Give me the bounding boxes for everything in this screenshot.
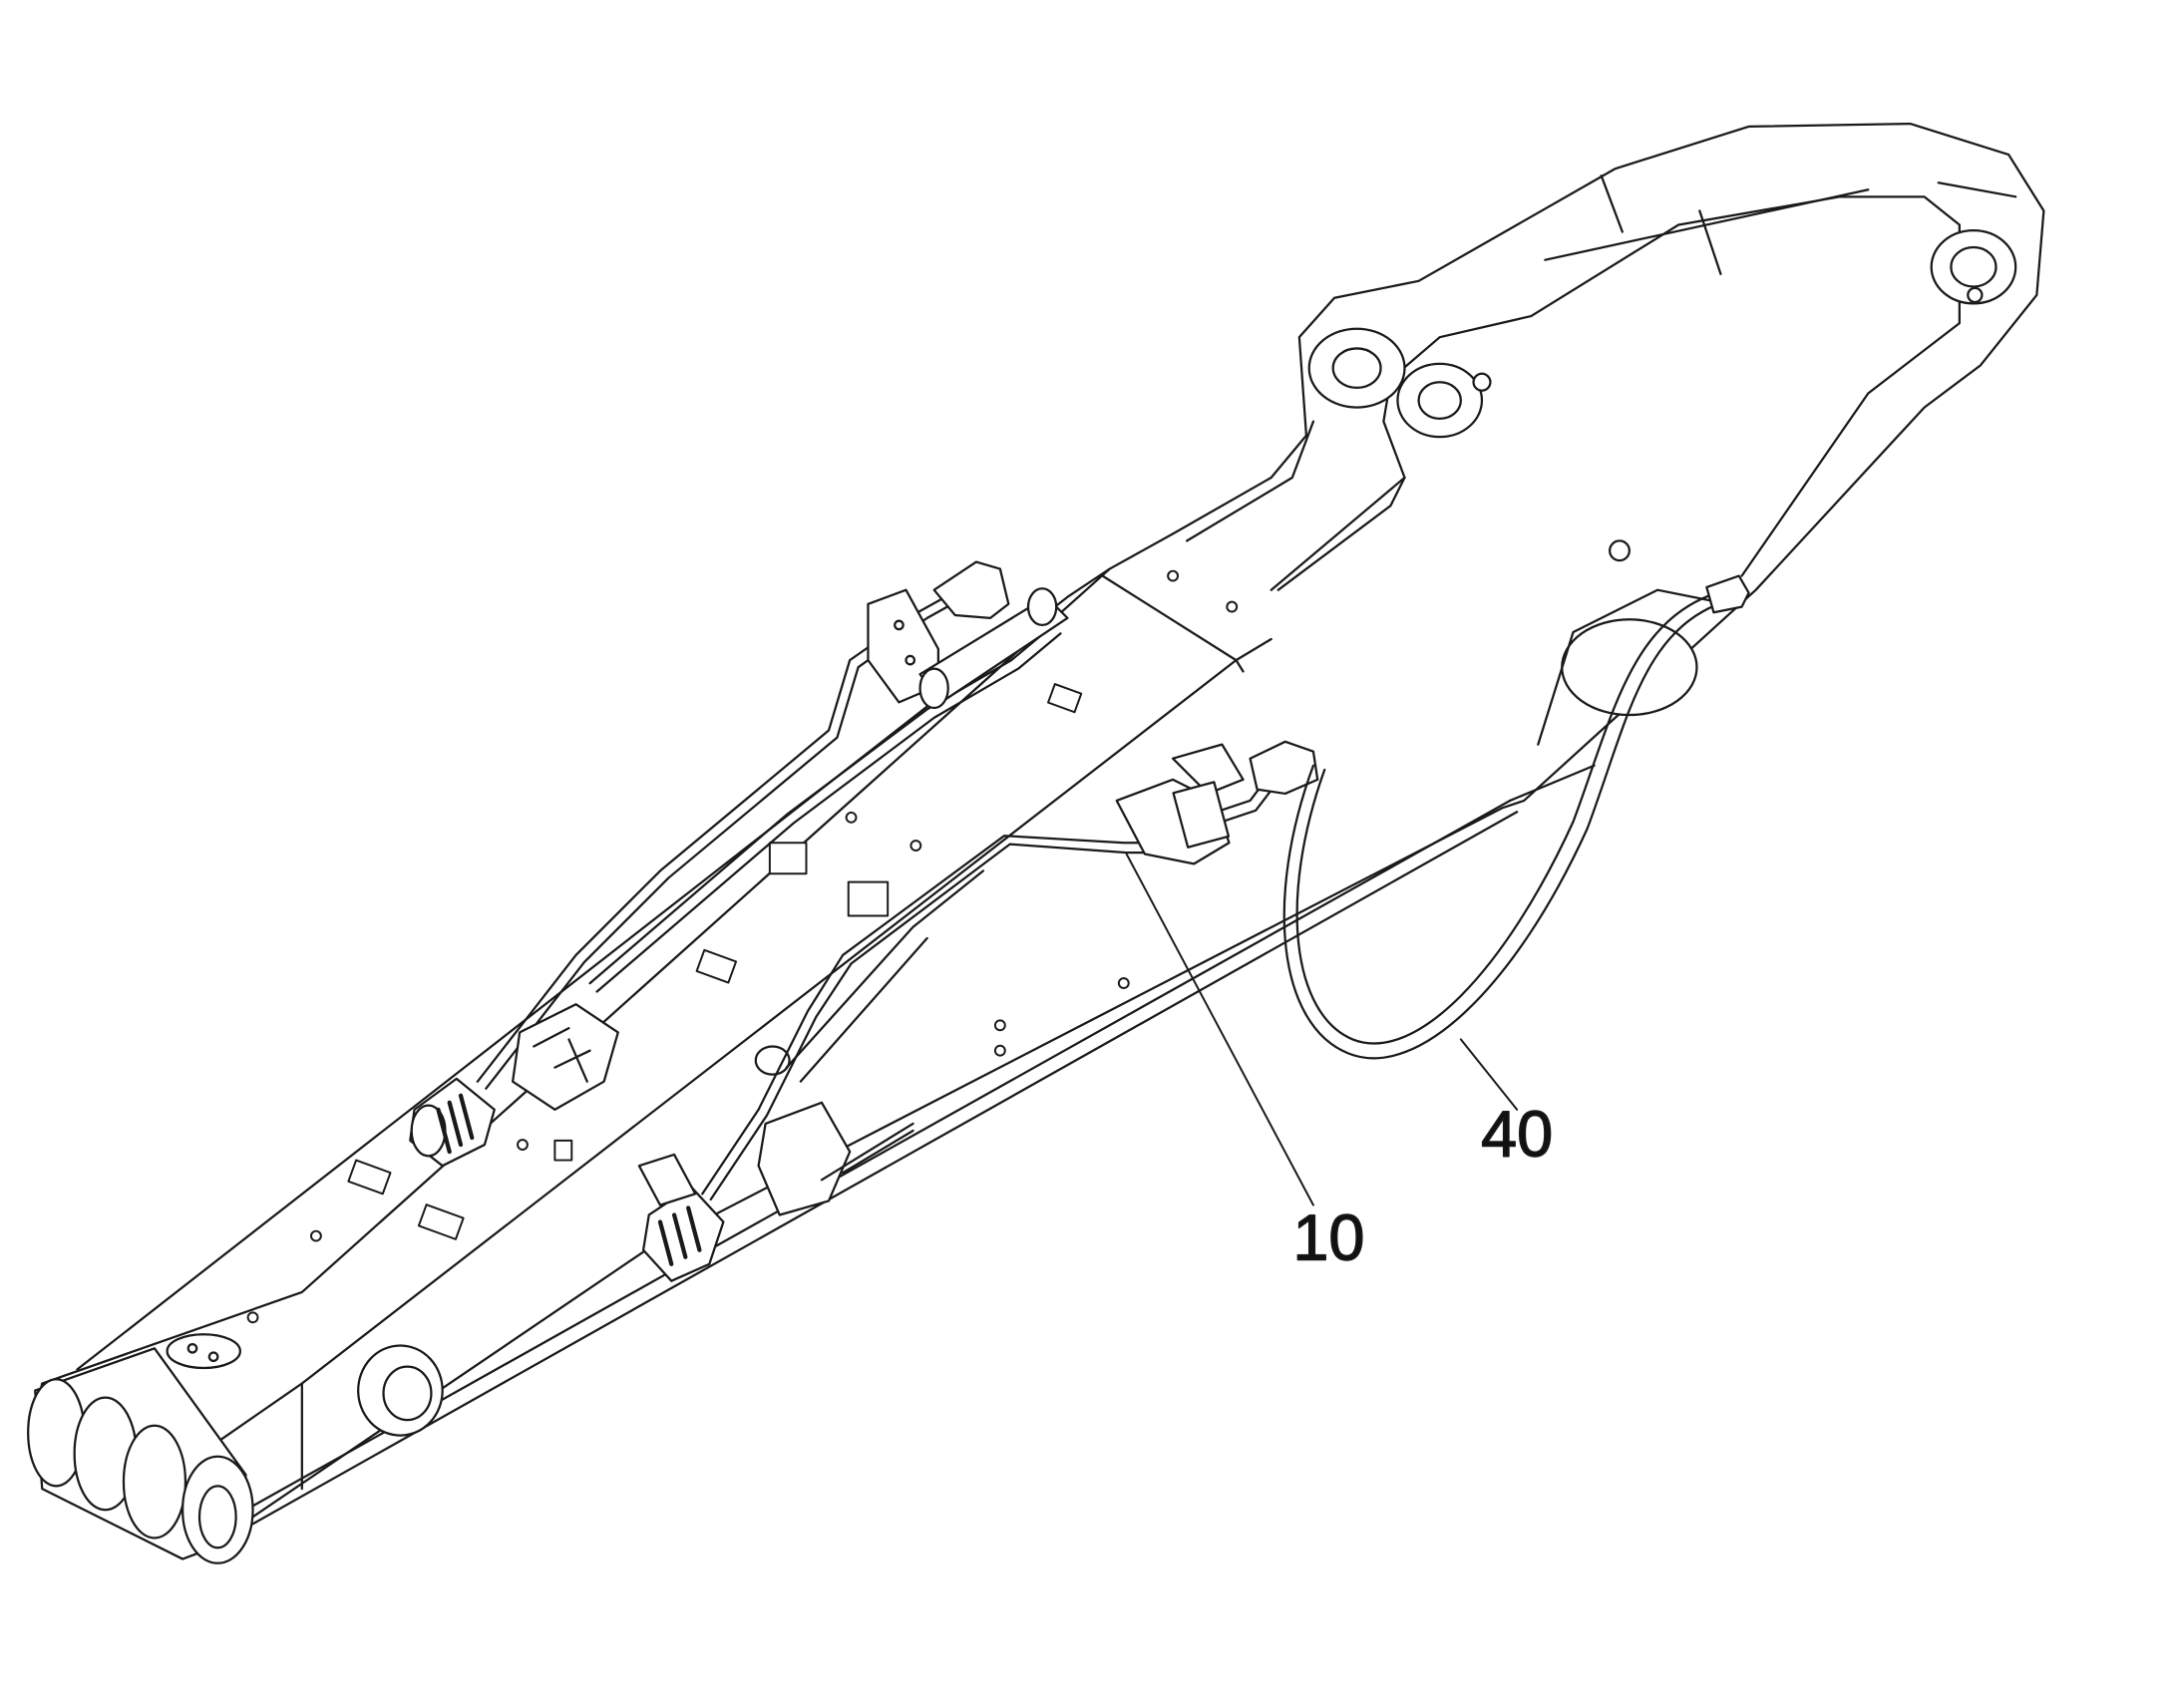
- hose-40-end-fitting: [1705, 574, 1750, 614]
- deck-stud: [993, 1019, 1006, 1032]
- lower-valve-lever: [820, 1122, 914, 1182]
- foot-pin-mid2: [122, 1424, 187, 1539]
- pipe-10-coupler-threads: [657, 1205, 702, 1266]
- deck-stud: [993, 1044, 1006, 1057]
- deck-block: [768, 842, 808, 875]
- boom-foot-pin: [27, 1333, 254, 1564]
- callout-10: 10: [1125, 853, 1365, 1274]
- deck-stud: [246, 1311, 259, 1324]
- valve-manifold-block: [1172, 781, 1231, 849]
- boom-outline: [29, 122, 2045, 1546]
- deck-stud: [1167, 569, 1180, 582]
- upper-cylinder-end: [918, 667, 949, 710]
- upper-coupler-threads: [436, 1093, 475, 1155]
- neck-bolt: [1472, 372, 1492, 392]
- pipe-10-clamp: [637, 1153, 697, 1206]
- neck-bolt: [1609, 539, 1631, 562]
- upper-pipe-assembly: [409, 560, 1069, 1168]
- upper-valve-block-detail: [533, 1027, 591, 1083]
- bracket-bolt: [894, 619, 905, 631]
- bracket-bolt: [905, 654, 916, 666]
- deck-pad: [417, 1203, 465, 1240]
- foot-plate: [166, 1333, 241, 1370]
- side-lug: [754, 1045, 791, 1076]
- neck-bolt: [1967, 286, 1984, 304]
- callout-40-leader: [1459, 1038, 1519, 1111]
- callout-40-label: 40: [1481, 1097, 1553, 1170]
- upper-cylinder-end: [1026, 587, 1058, 627]
- foot-pin-bore: [197, 1485, 237, 1549]
- callout-10-label: 10: [1292, 1201, 1364, 1274]
- side-pin-boss-hole: [382, 1365, 433, 1422]
- callout-40: 40: [1459, 1038, 1554, 1171]
- boom-neck-plate: [1270, 174, 2017, 591]
- boom-joint: [1101, 574, 1245, 673]
- upper-pipe: [476, 574, 992, 1090]
- deck-block: [553, 1139, 573, 1162]
- deck-pad: [347, 1159, 392, 1196]
- pipe-assembly-10: [637, 740, 1319, 1282]
- upper-valve-block: [511, 1003, 619, 1111]
- deck-stud: [309, 1229, 322, 1242]
- lower-cylinder-rod: [785, 869, 985, 1083]
- upper-elbow-fitting: [932, 560, 1010, 619]
- hose-40-inner: [1295, 585, 1740, 1045]
- pipe-10-elbow: [1249, 740, 1319, 796]
- lower-valve-cluster: [757, 1101, 852, 1216]
- boom-body: [29, 122, 2045, 1546]
- valve-manifold-top: [1171, 743, 1245, 796]
- boom-neck-inner: [1186, 188, 1870, 591]
- neck-boss-left-hole: [1331, 347, 1382, 390]
- boom-top-face: [76, 567, 1272, 1449]
- neck-boss-right-hole: [1417, 381, 1462, 420]
- callout-10-leader: [1125, 853, 1314, 1206]
- foot-plate-hole: [186, 1342, 198, 1354]
- neck-pin-hole-upper-inner: [1950, 245, 1998, 288]
- deck-stud: [517, 1139, 529, 1151]
- deck-pad: [1047, 683, 1083, 714]
- upper-pipe-lower: [588, 623, 1062, 993]
- cylinder-mount-plate: [1509, 588, 1729, 803]
- deck-stud: [1117, 977, 1130, 989]
- pipe-10: [701, 771, 1279, 1201]
- deck-pad: [695, 948, 738, 984]
- hose-40: [1282, 574, 1750, 1060]
- deck-stud: [909, 840, 922, 852]
- deck-stud: [1226, 600, 1239, 613]
- foot-plate-hole: [207, 1351, 219, 1363]
- cylinder-mount-boss: [1561, 618, 1698, 717]
- deck-stud: [845, 811, 858, 824]
- deck-pads: [246, 569, 1239, 1324]
- boom-lower-edge: [244, 799, 1519, 1526]
- deck-block: [847, 880, 890, 917]
- hose-40-outer: [1282, 595, 1743, 1060]
